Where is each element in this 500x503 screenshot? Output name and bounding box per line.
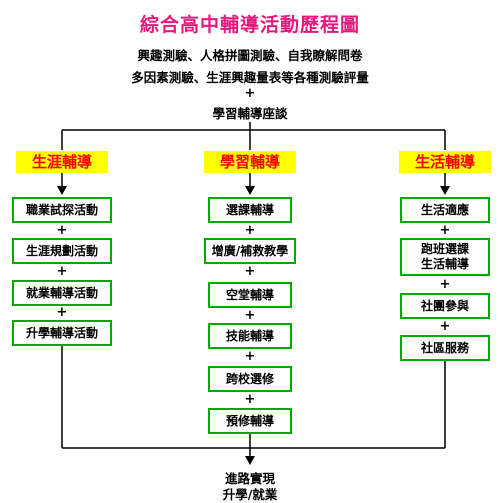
box-career-planning: 生涯規劃活動 [12,238,112,264]
box-enrichment-remedial: 增廣/補救教學 [204,238,296,264]
plus-sign: + [244,308,256,323]
box-life-adjustment: 生活適應 [400,197,490,223]
plus-sign: + [56,223,68,238]
plus-sign: + [439,319,451,334]
box-advanced-study-guidance: 預修輔導 [208,408,292,434]
plus-sign: + [439,223,451,238]
box-community-service: 社區服務 [400,335,490,361]
assessment-line-2: 多因素測驗、生涯興趣量表等各種測驗評量 [131,70,369,85]
box-class-selection-life-guidance: 跑班選課 生活輔導 [400,238,490,276]
box-club-participation: 社團參與 [400,293,490,319]
outcome-line-1: 進路實現 [224,471,275,486]
page-title: 綜合高中輔導活動歷程圖 [139,14,360,36]
box-skill-guidance: 技能輔導 [208,323,292,349]
plus-sign: + [56,264,68,279]
box-cross-school-elective: 跨校選修 [208,366,292,392]
box-line-1: 跑班選課 [420,242,469,256]
category-life-guidance: 生活輔導 [399,151,491,173]
category-learning-guidance: 學習輔導 [204,151,296,173]
plus-sign: + [439,277,451,292]
box-further-study-guidance: 升學輔導活動 [12,320,112,346]
assessment-line-1: 興趣測驗、人格拼圖測驗、自我瞭解問卷 [137,48,363,63]
box-free-period-guidance: 空堂輔導 [208,282,292,308]
plus-sign: + [56,305,68,320]
box-course-selection: 選課輔導 [208,197,292,223]
box-employment-guidance: 就業輔導活動 [12,280,112,306]
box-career-exploration: 職業試探活動 [12,197,112,223]
plus-sign: + [244,223,256,238]
outcome-line-2: 升學/就業 [222,487,278,502]
plus-sign: + [244,349,256,364]
category-career-guidance: 生涯輔導 [16,151,108,173]
study-guidance-talk: 學習輔導座談 [212,106,288,121]
plus-sign: + [244,86,256,101]
plus-sign: + [244,264,256,279]
plus-sign: + [244,392,256,407]
box-line-2: 生活輔導 [420,257,469,271]
